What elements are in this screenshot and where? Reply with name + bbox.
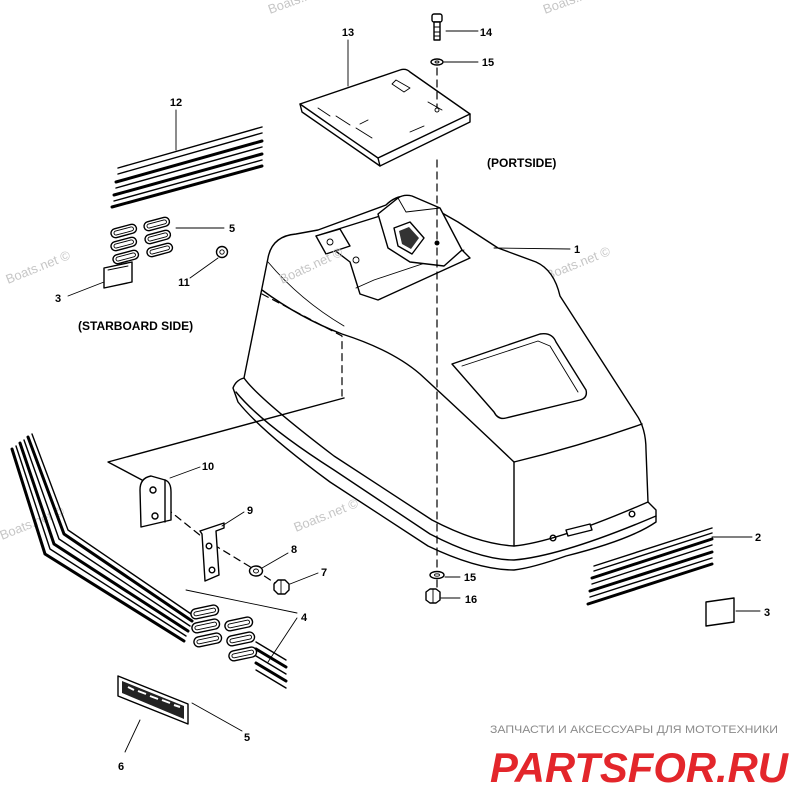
- callout-9: 9: [247, 505, 253, 517]
- callout-2: 2: [755, 532, 761, 544]
- cowling-crease: [261, 289, 515, 463]
- part-14-bolt: [431, 13, 443, 41]
- watermark-text: Boats.net ©: [4, 247, 73, 287]
- callout-5-upper: 5: [229, 223, 235, 235]
- callout-10: 10: [202, 461, 214, 473]
- callout-labels: 13 14 15 12 5 1 11 3 10 9 2 8 7 15 16 3 …: [55, 27, 770, 773]
- callout-1: 1: [574, 244, 580, 256]
- cowling-right-face-edge: [513, 423, 643, 463]
- part-15-washer-lower: [429, 570, 445, 580]
- watermark-text: Boats.net ©: [292, 495, 361, 535]
- part-10-bracket: [139, 475, 172, 528]
- cowling-rim-line: [235, 391, 657, 561]
- part-1-cowling: [232, 194, 657, 571]
- assembly-axis-dashed: [165, 67, 438, 591]
- callout-13: 13: [342, 27, 354, 39]
- part-3-decal-left: [103, 261, 133, 289]
- watermark-text: Boats.net ©: [0, 503, 67, 543]
- watermark-text: Boats.net ©: [541, 0, 611, 17]
- callout-7: 7: [321, 567, 327, 579]
- cowling-slot: [565, 523, 593, 537]
- part-9-bracket: [199, 522, 225, 582]
- cowling-screw: [549, 534, 557, 542]
- callout-16: 16: [465, 594, 477, 606]
- part-8-washer: [248, 565, 264, 577]
- cowling-screw: [628, 510, 636, 518]
- starboard-side-label: (STARBOARD SIDE): [78, 319, 193, 333]
- callout-5-lower: 5: [244, 732, 250, 744]
- callout-4: 4: [301, 612, 308, 624]
- callout-3-right: 3: [764, 607, 770, 619]
- part-12-stripe-decal: [110, 126, 264, 209]
- partsfor-logo: PARTSFOR.RU: [490, 744, 790, 791]
- part-6-emblem: [117, 675, 189, 725]
- leader-lines: [67, 30, 761, 753]
- callout-8: 8: [291, 544, 297, 556]
- cowling-mount-hole: [434, 240, 440, 246]
- part-3-decal-right: [705, 597, 735, 627]
- portside-label: (PORTSIDE): [487, 156, 556, 170]
- partsfor-branding: ЗАПЧАСТИ И АКСЕССУАРЫ ДЛЯ МОТОТЕХНИКИ PA…: [490, 724, 790, 791]
- part-4-stripe-decal: [10, 433, 288, 689]
- part-16-nut: [425, 588, 441, 604]
- reference-plane-line: [107, 397, 345, 481]
- callout-12: 12: [170, 97, 182, 109]
- branding-tagline: ЗАПЧАСТИ И АКСЕССУАРЫ ДЛЯ МОТОТЕХНИКИ: [490, 724, 778, 736]
- callout-15-lower: 15: [464, 572, 476, 584]
- part-15-washer-upper: [430, 58, 444, 66]
- cowling-vent-scoop: [377, 194, 463, 267]
- callout-6: 6: [118, 761, 124, 773]
- callout-14: 14: [480, 27, 493, 39]
- part-7-bolt: [273, 579, 290, 595]
- part-5-decal-set-upper: [110, 216, 174, 265]
- callout-3-left: 3: [55, 293, 61, 305]
- callout-15-upper: 15: [482, 57, 494, 69]
- part-4-decal-set: [190, 604, 258, 662]
- part-2-stripe-decal: [586, 527, 714, 606]
- part-13-cover-plate: [299, 68, 471, 167]
- watermark-text: Boats.net ©: [266, 0, 336, 17]
- cowling-side-panel: [451, 332, 588, 420]
- callout-11: 11: [178, 277, 190, 289]
- part-11-screw: [215, 245, 229, 259]
